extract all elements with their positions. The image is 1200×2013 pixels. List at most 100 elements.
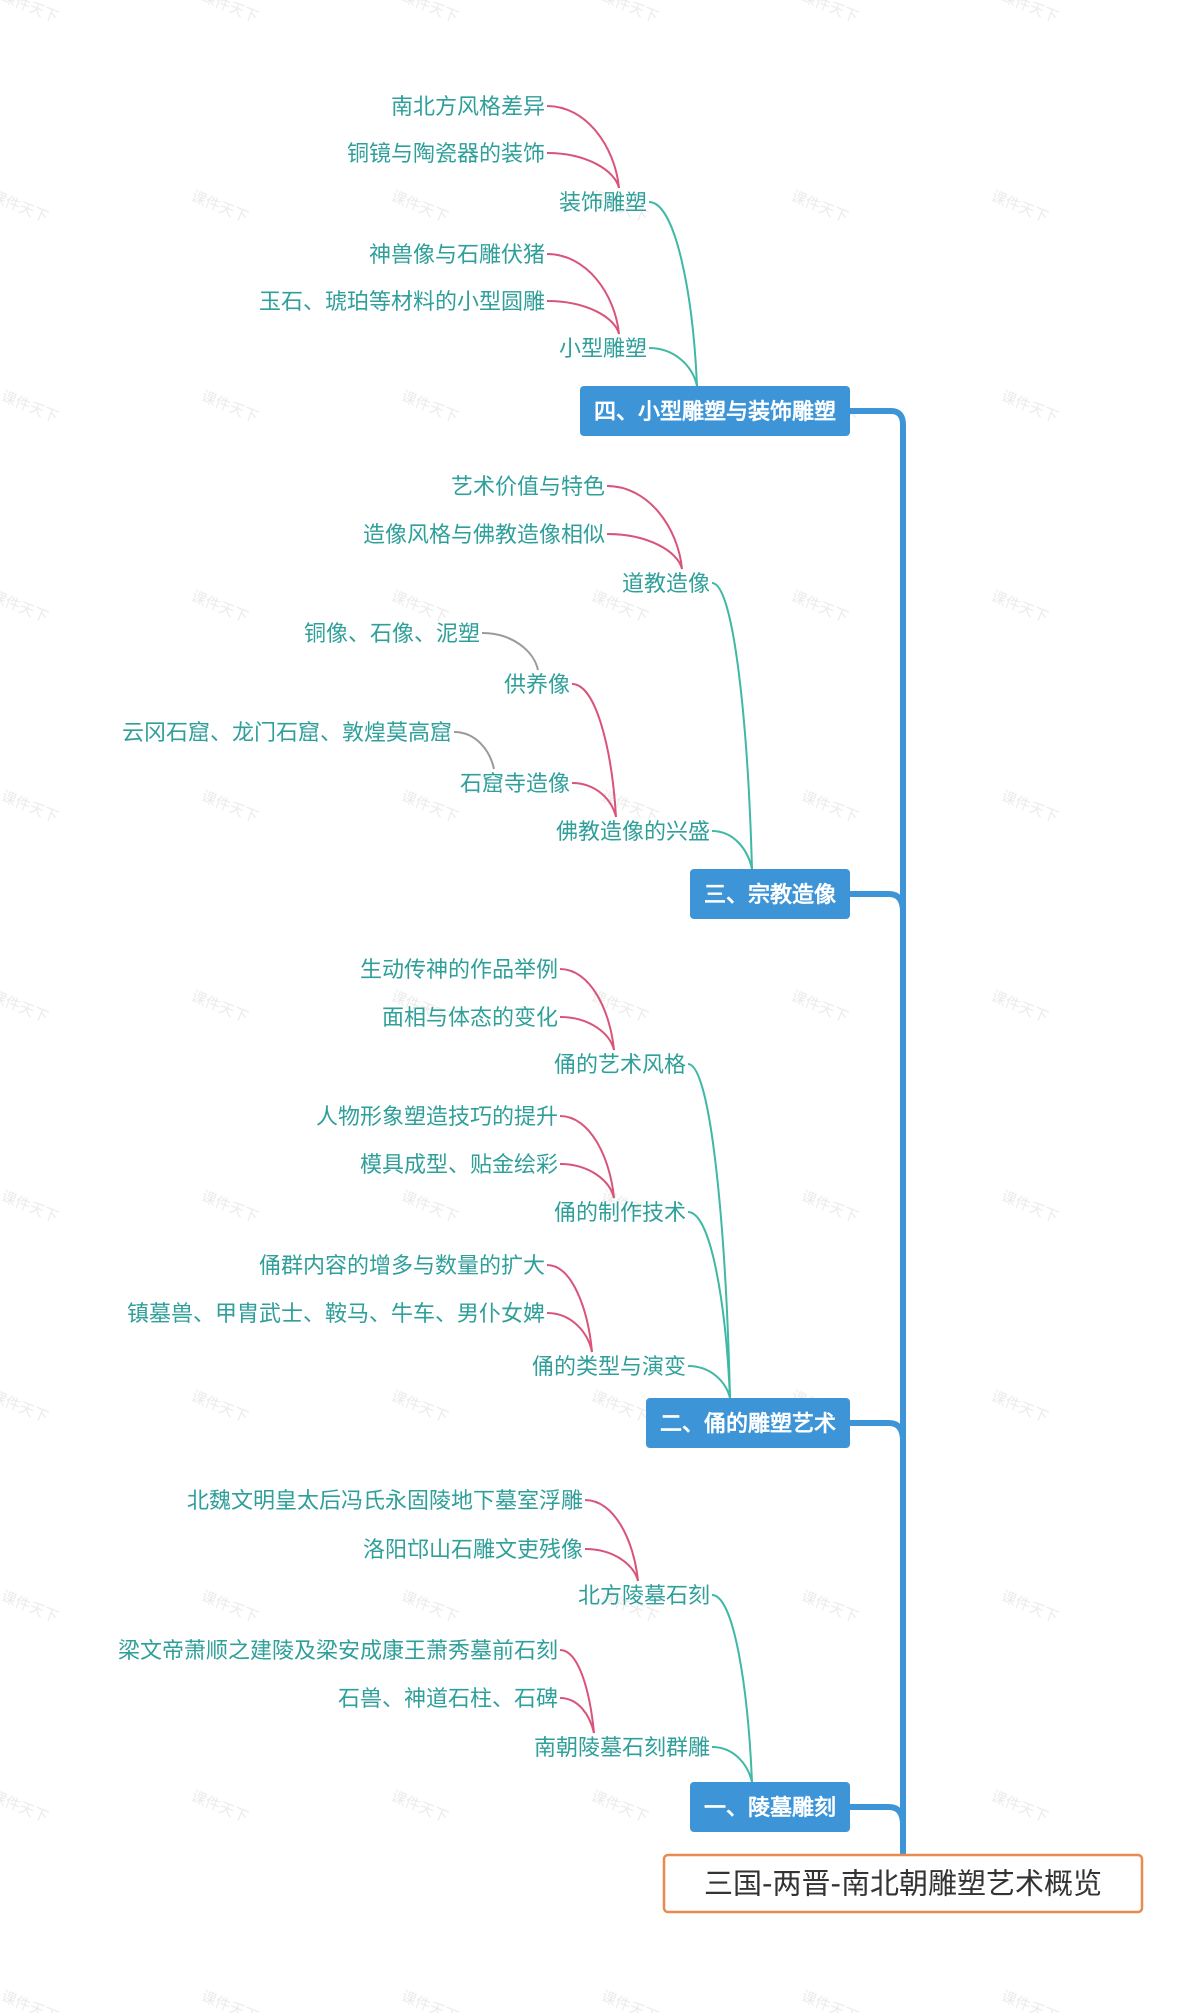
link-subtopic xyxy=(648,201,698,387)
branch-box[interactable] xyxy=(646,1398,850,1448)
watermark-text: 课件天下 xyxy=(999,1987,1061,2013)
watermark-text: 课件天下 xyxy=(999,0,1061,26)
watermark-text: 课件天下 xyxy=(389,587,451,626)
branch-box[interactable] xyxy=(690,1782,850,1832)
subtopic-node[interactable]: 装饰雕塑 xyxy=(559,191,647,216)
branch-node[interactable]: 四、小型雕塑与装饰雕塑 xyxy=(580,386,850,436)
link-subtopic xyxy=(711,1746,753,1783)
detail-node[interactable]: 洛阳邙山石雕文吏残像 xyxy=(363,1538,583,1563)
detail-node[interactable]: 石窟寺造像 xyxy=(460,772,570,797)
branch-node[interactable]: 二、俑的雕塑艺术 xyxy=(646,1398,850,1448)
watermark-text: 课件天下 xyxy=(199,1187,261,1226)
detail-node[interactable]: 生动传神的作品举例 xyxy=(360,958,558,983)
detail-node[interactable]: 供养像 xyxy=(504,673,570,698)
detail-node[interactable]: 神兽像与石雕伏猪 xyxy=(369,243,545,268)
link-detail xyxy=(584,1499,639,1582)
detail-node[interactable]: 人物形象塑造技巧的提升 xyxy=(316,1105,558,1130)
link-detail xyxy=(559,1697,595,1734)
link-detail xyxy=(559,1649,595,1734)
link-subtopic xyxy=(687,1365,731,1399)
link-subtopic xyxy=(711,1594,753,1783)
leaf-node[interactable]: 铜像、石像、泥塑 xyxy=(304,622,480,647)
detail-node[interactable]: 玉石、琥珀等材料的小型圆雕 xyxy=(259,290,545,315)
watermark-text: 课件天下 xyxy=(0,1587,61,1626)
watermark-text: 课件天下 xyxy=(389,1787,451,1826)
watermark-text: 课件天下 xyxy=(0,1387,51,1426)
watermark-text: 课件天下 xyxy=(589,987,651,1026)
subtopic-node[interactable]: 南朝陵墓石刻群雕 xyxy=(534,1736,710,1761)
watermark-text: 课件天下 xyxy=(0,1187,61,1226)
watermark-text: 课件天下 xyxy=(989,587,1051,626)
detail-node[interactable]: 南北方风格差异 xyxy=(391,95,545,120)
link-detail xyxy=(546,300,620,335)
watermark-text: 课件天下 xyxy=(189,1787,251,1826)
subtopic-node[interactable]: 俑的制作技术 xyxy=(554,1201,686,1226)
link-detail xyxy=(584,1548,639,1582)
watermark-text: 课件天下 xyxy=(999,1187,1061,1226)
link-subtopic xyxy=(711,582,753,870)
link-subtopic xyxy=(687,1063,731,1399)
detail-node[interactable]: 铜镜与陶瓷器的装饰 xyxy=(347,142,545,167)
link-subtopic xyxy=(648,347,698,387)
subtopic-node[interactable]: 道教造像 xyxy=(622,572,710,597)
detail-node[interactable]: 北魏文明皇太后冯氏永固陵地下墓室浮雕 xyxy=(187,1489,583,1514)
link-detail xyxy=(546,1264,593,1353)
watermark-text: 课件天下 xyxy=(0,1987,61,2013)
subtopic-node[interactable]: 北方陵墓石刻 xyxy=(578,1584,710,1609)
watermark-text: 课件天下 xyxy=(199,0,261,26)
watermark-text: 课件天下 xyxy=(399,0,461,26)
link-leaf xyxy=(453,731,495,770)
branch-connector xyxy=(850,891,906,913)
watermark-text: 课件天下 xyxy=(789,187,851,226)
branch-node[interactable]: 三、宗教造像 xyxy=(690,869,850,919)
watermark-text: 课件天下 xyxy=(389,1387,451,1426)
branch-connector xyxy=(850,1804,906,1826)
subtopic-node[interactable]: 小型雕塑 xyxy=(559,337,647,362)
watermark-text: 课件天下 xyxy=(0,387,61,426)
branch-box[interactable] xyxy=(690,869,850,919)
watermark-text: 课件天下 xyxy=(789,587,851,626)
detail-node[interactable]: 镇墓兽、甲胄武士、鞍马、牛车、男仆女婢 xyxy=(127,1302,545,1327)
watermark-text: 课件天下 xyxy=(799,1987,861,2013)
watermark-text: 课件天下 xyxy=(599,1987,661,2013)
watermark-text: 课件天下 xyxy=(399,387,461,426)
watermark-text: 课件天下 xyxy=(0,187,51,226)
watermark-text: 课件天下 xyxy=(0,587,51,626)
detail-node[interactable]: 梁文帝萧顺之建陵及梁安成康王萧秀墓前石刻 xyxy=(118,1639,558,1664)
watermark-text: 课件天下 xyxy=(189,1387,251,1426)
branch-label: 三、宗教造像 xyxy=(704,882,837,908)
detail-node[interactable]: 模具成型、贴金绘彩 xyxy=(360,1153,558,1178)
root-node[interactable] xyxy=(662,1853,1144,1914)
link-detail xyxy=(559,1016,615,1051)
watermark-text: 课件天下 xyxy=(199,787,261,826)
watermark-text: 课件天下 xyxy=(399,787,461,826)
branch-node[interactable]: 一、陵墓雕刻 xyxy=(690,1782,850,1832)
watermark-text: 课件天下 xyxy=(199,1587,261,1626)
watermark-text: 课件天下 xyxy=(799,1587,861,1626)
link-detail xyxy=(546,1312,593,1353)
detail-node[interactable]: 艺术价值与特色 xyxy=(451,475,605,500)
detail-node[interactable]: 石兽、神道石柱、石碑 xyxy=(338,1687,558,1712)
watermark-text: 课件天下 xyxy=(189,587,251,626)
watermark-text: 课件天下 xyxy=(589,1787,651,1826)
watermark-text: 课件天下 xyxy=(999,387,1061,426)
watermark-text: 课件天下 xyxy=(989,1387,1051,1426)
watermark-text: 课件天下 xyxy=(999,787,1061,826)
detail-node[interactable]: 面相与体态的变化 xyxy=(382,1006,558,1031)
watermark-text: 课件天下 xyxy=(0,787,61,826)
link-detail xyxy=(606,533,683,570)
subtopic-node[interactable]: 佛教造像的兴盛 xyxy=(556,820,710,845)
link-subtopic xyxy=(711,830,753,870)
branch-box[interactable] xyxy=(580,386,850,436)
subtopic-node[interactable]: 俑的类型与演变 xyxy=(532,1355,686,1380)
watermark-text: 课件天下 xyxy=(189,187,251,226)
detail-node[interactable]: 俑群内容的增多与数量的扩大 xyxy=(259,1254,545,1279)
link-detail xyxy=(559,968,615,1051)
leaf-node[interactable]: 云冈石窟、龙门石窟、敦煌莫高窟 xyxy=(122,721,452,746)
detail-node[interactable]: 造像风格与佛教造像相似 xyxy=(363,523,605,548)
branch-label: 二、俑的雕塑艺术 xyxy=(660,1411,836,1437)
subtopic-node[interactable]: 俑的艺术风格 xyxy=(554,1053,686,1078)
watermark-text: 课件天下 xyxy=(599,0,661,26)
